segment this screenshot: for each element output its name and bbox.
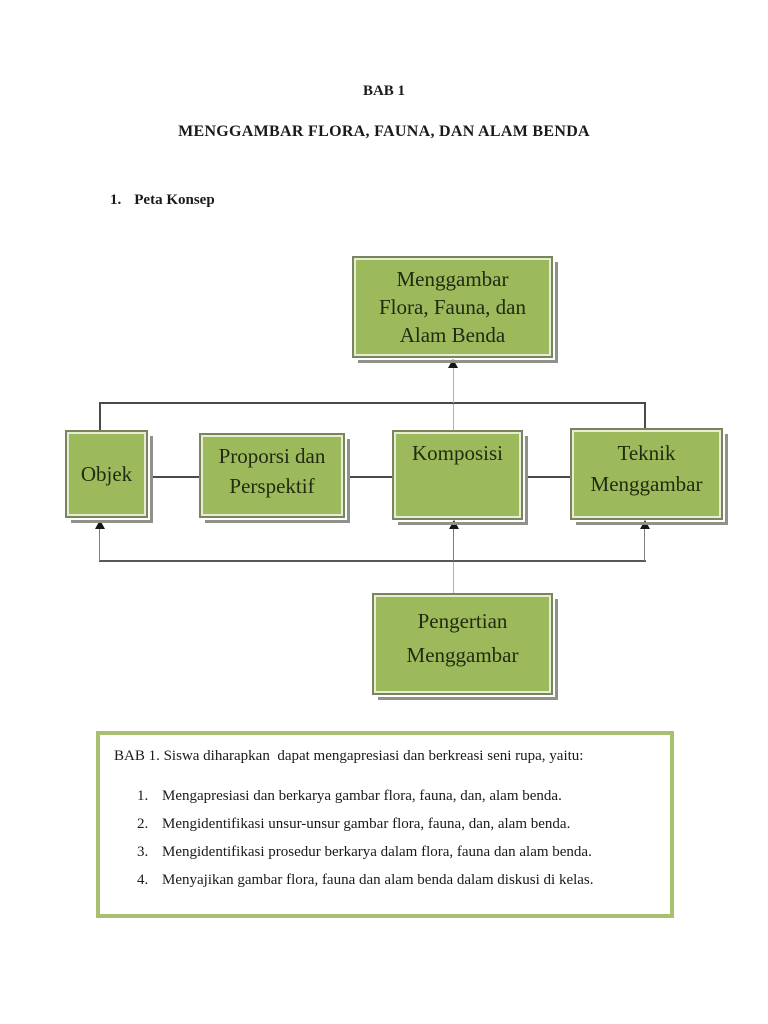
- objectives-box: BAB 1. Siswa diharapkan dapat mengapresi…: [96, 731, 674, 918]
- node-komposisi: Komposisi: [392, 430, 528, 525]
- arrowhead-to-objek-icon: [95, 520, 105, 529]
- connector-stub-right: [644, 402, 646, 429]
- arrowhead-to-teknik-icon: [640, 520, 650, 529]
- arrowhead-to-main-icon: [448, 359, 458, 368]
- list-item-text: Mengapresiasi dan berkarya gambar flora,…: [162, 788, 562, 804]
- objectives-intro: BAB 1. Siswa diharapkan dapat mengapresi…: [114, 748, 584, 764]
- connector-shaft-to-komposisi: [453, 529, 454, 561]
- connector-objek-proporsi: [150, 476, 199, 478]
- list-item: 2. Mengidentifikasi unsur-unsur gambar f…: [137, 815, 660, 834]
- connector-shaft-to-main: [453, 368, 454, 403]
- list-item-number: 2.: [137, 816, 149, 832]
- connector-shaft-to-teknik: [644, 529, 645, 561]
- node-objek: Objek: [65, 430, 153, 523]
- section-number: 1.: [110, 192, 122, 208]
- section-heading: 1. Peta Konsep: [110, 192, 215, 209]
- node-proporsi-dan-perspektif: Proporsi dan Perspektif: [199, 433, 350, 523]
- node-menggambar-flora-fauna-alam-benda: Menggambar Flora, Fauna, dan Alam Benda: [352, 256, 558, 363]
- connector-drop-pengertian: [453, 562, 454, 594]
- list-item-text: Mengidentifikasi prosedur berkarya dalam…: [162, 844, 592, 860]
- arrowhead-to-komposisi-icon: [449, 520, 459, 529]
- node-teknik-menggambar: Teknik Menggambar: [570, 428, 728, 525]
- list-item-number: 1.: [137, 788, 149, 804]
- connector-bottom-bus: [99, 560, 646, 562]
- chapter-label: BAB 1: [362, 83, 406, 99]
- connector-top-bus: [99, 402, 646, 404]
- list-item-number: 4.: [137, 872, 149, 888]
- connector-stub-left: [99, 402, 101, 431]
- list-item: 1. Mengapresiasi dan berkarya gambar flo…: [137, 787, 660, 806]
- list-item: 4. Menyajikan gambar flora, fauna dan al…: [137, 871, 660, 890]
- connector-proporsi-komposisi: [347, 476, 392, 478]
- connector-drop-komposisi: [453, 404, 454, 431]
- connector-shaft-to-objek: [99, 529, 100, 561]
- node-pengertian-menggambar: Pengertian Menggambar: [372, 593, 558, 700]
- list-item-text: Mengidentifikasi unsur-unsur gambar flor…: [162, 816, 571, 832]
- list-item-number: 3.: [137, 844, 149, 860]
- list-item: 3. Mengidentifikasi prosedur berkarya da…: [137, 843, 660, 862]
- section-heading-label: Peta Konsep: [134, 192, 215, 208]
- connector-komposisi-teknik: [525, 476, 570, 478]
- page-title: MENGGAMBAR FLORA, FAUNA, DAN ALAM BENDA: [178, 123, 590, 140]
- objectives-list: 1. Mengapresiasi dan berkarya gambar flo…: [137, 787, 660, 899]
- list-item-text: Menyajikan gambar flora, fauna dan alam …: [162, 872, 594, 888]
